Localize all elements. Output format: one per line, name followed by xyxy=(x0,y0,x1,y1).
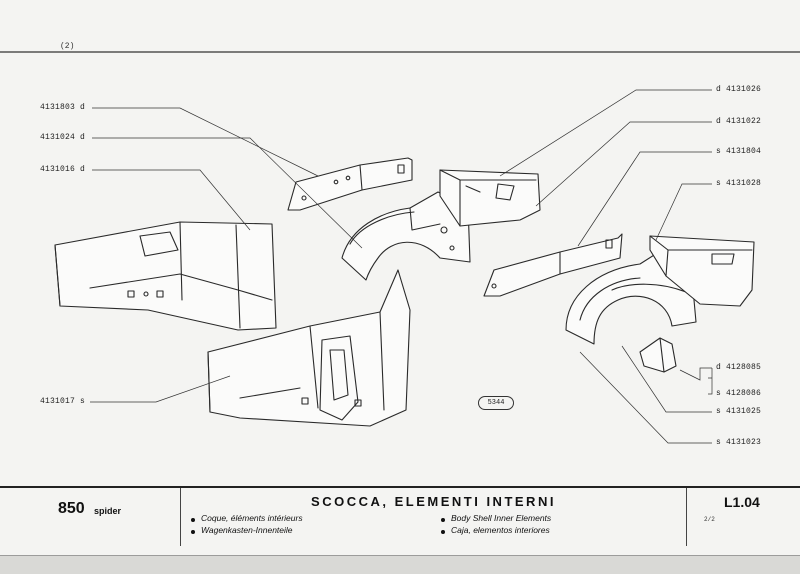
part-label-4131024: 4131024 d xyxy=(40,133,86,142)
part-label-4131026: d 4131026 xyxy=(716,85,762,94)
part-label-4131022: d 4131022 xyxy=(716,117,762,126)
part-label-4131016: 4131016 d xyxy=(40,165,86,174)
wheel-arch-4131023 xyxy=(565,249,697,345)
bullet-icon xyxy=(441,530,445,534)
section-title: SCOCCA, ELEMENTI INTERNI xyxy=(311,494,556,509)
desc-spanish: Caja, elementos interiores xyxy=(451,525,550,535)
part-label-4131025: s 4131025 xyxy=(716,407,762,416)
part-label-4131017: 4131017 s xyxy=(40,397,86,406)
page-bottom-edge xyxy=(0,556,800,574)
desc-german: Wagenkasten-Innenteile xyxy=(201,525,293,535)
bracket-4131803 xyxy=(287,157,413,211)
bullet-icon xyxy=(191,518,195,522)
part-label-4131023: s 4131023 xyxy=(716,438,762,447)
hinge-4128085 xyxy=(639,337,677,373)
model-cell: 850 spider xyxy=(0,488,181,546)
part-label-4131803: 4131803 d xyxy=(40,103,86,112)
table-code: L1.04 xyxy=(724,494,760,510)
wheel-arch-4131024 xyxy=(341,191,471,281)
desc-french: Coque, éléments intérieurs xyxy=(201,513,303,523)
sheet-number: 2/2 xyxy=(704,516,715,523)
box-4131028 xyxy=(649,235,755,307)
leader-lines xyxy=(90,89,713,444)
description-cell: SCOCCA, ELEMENTI INTERNI Coque, éléments… xyxy=(181,488,687,546)
part-label-4131028: s 4131028 xyxy=(716,179,762,188)
part-label-4128085: d 4128085 xyxy=(716,363,762,372)
bullet-icon xyxy=(441,518,445,522)
bracket-4131804 xyxy=(483,233,623,297)
part-label-4128086: s 4128086 xyxy=(716,389,762,398)
title-block: 850 spider SCOCCA, ELEMENTI INTERNI Coqu… xyxy=(0,486,800,558)
bullet-icon xyxy=(191,530,195,534)
inner-panel-4131017 xyxy=(207,269,411,427)
inner-panel-4131016 xyxy=(54,221,277,331)
model-number: 850 xyxy=(58,500,85,517)
plate-stamp: 5344 xyxy=(478,396,514,410)
part-label-4131804: s 4131804 xyxy=(716,147,762,156)
box-4131026 xyxy=(439,169,541,227)
model-suffix: spider xyxy=(94,506,122,516)
page-number: (2) xyxy=(60,42,75,51)
desc-english: Body Shell Inner Elements xyxy=(451,513,552,523)
